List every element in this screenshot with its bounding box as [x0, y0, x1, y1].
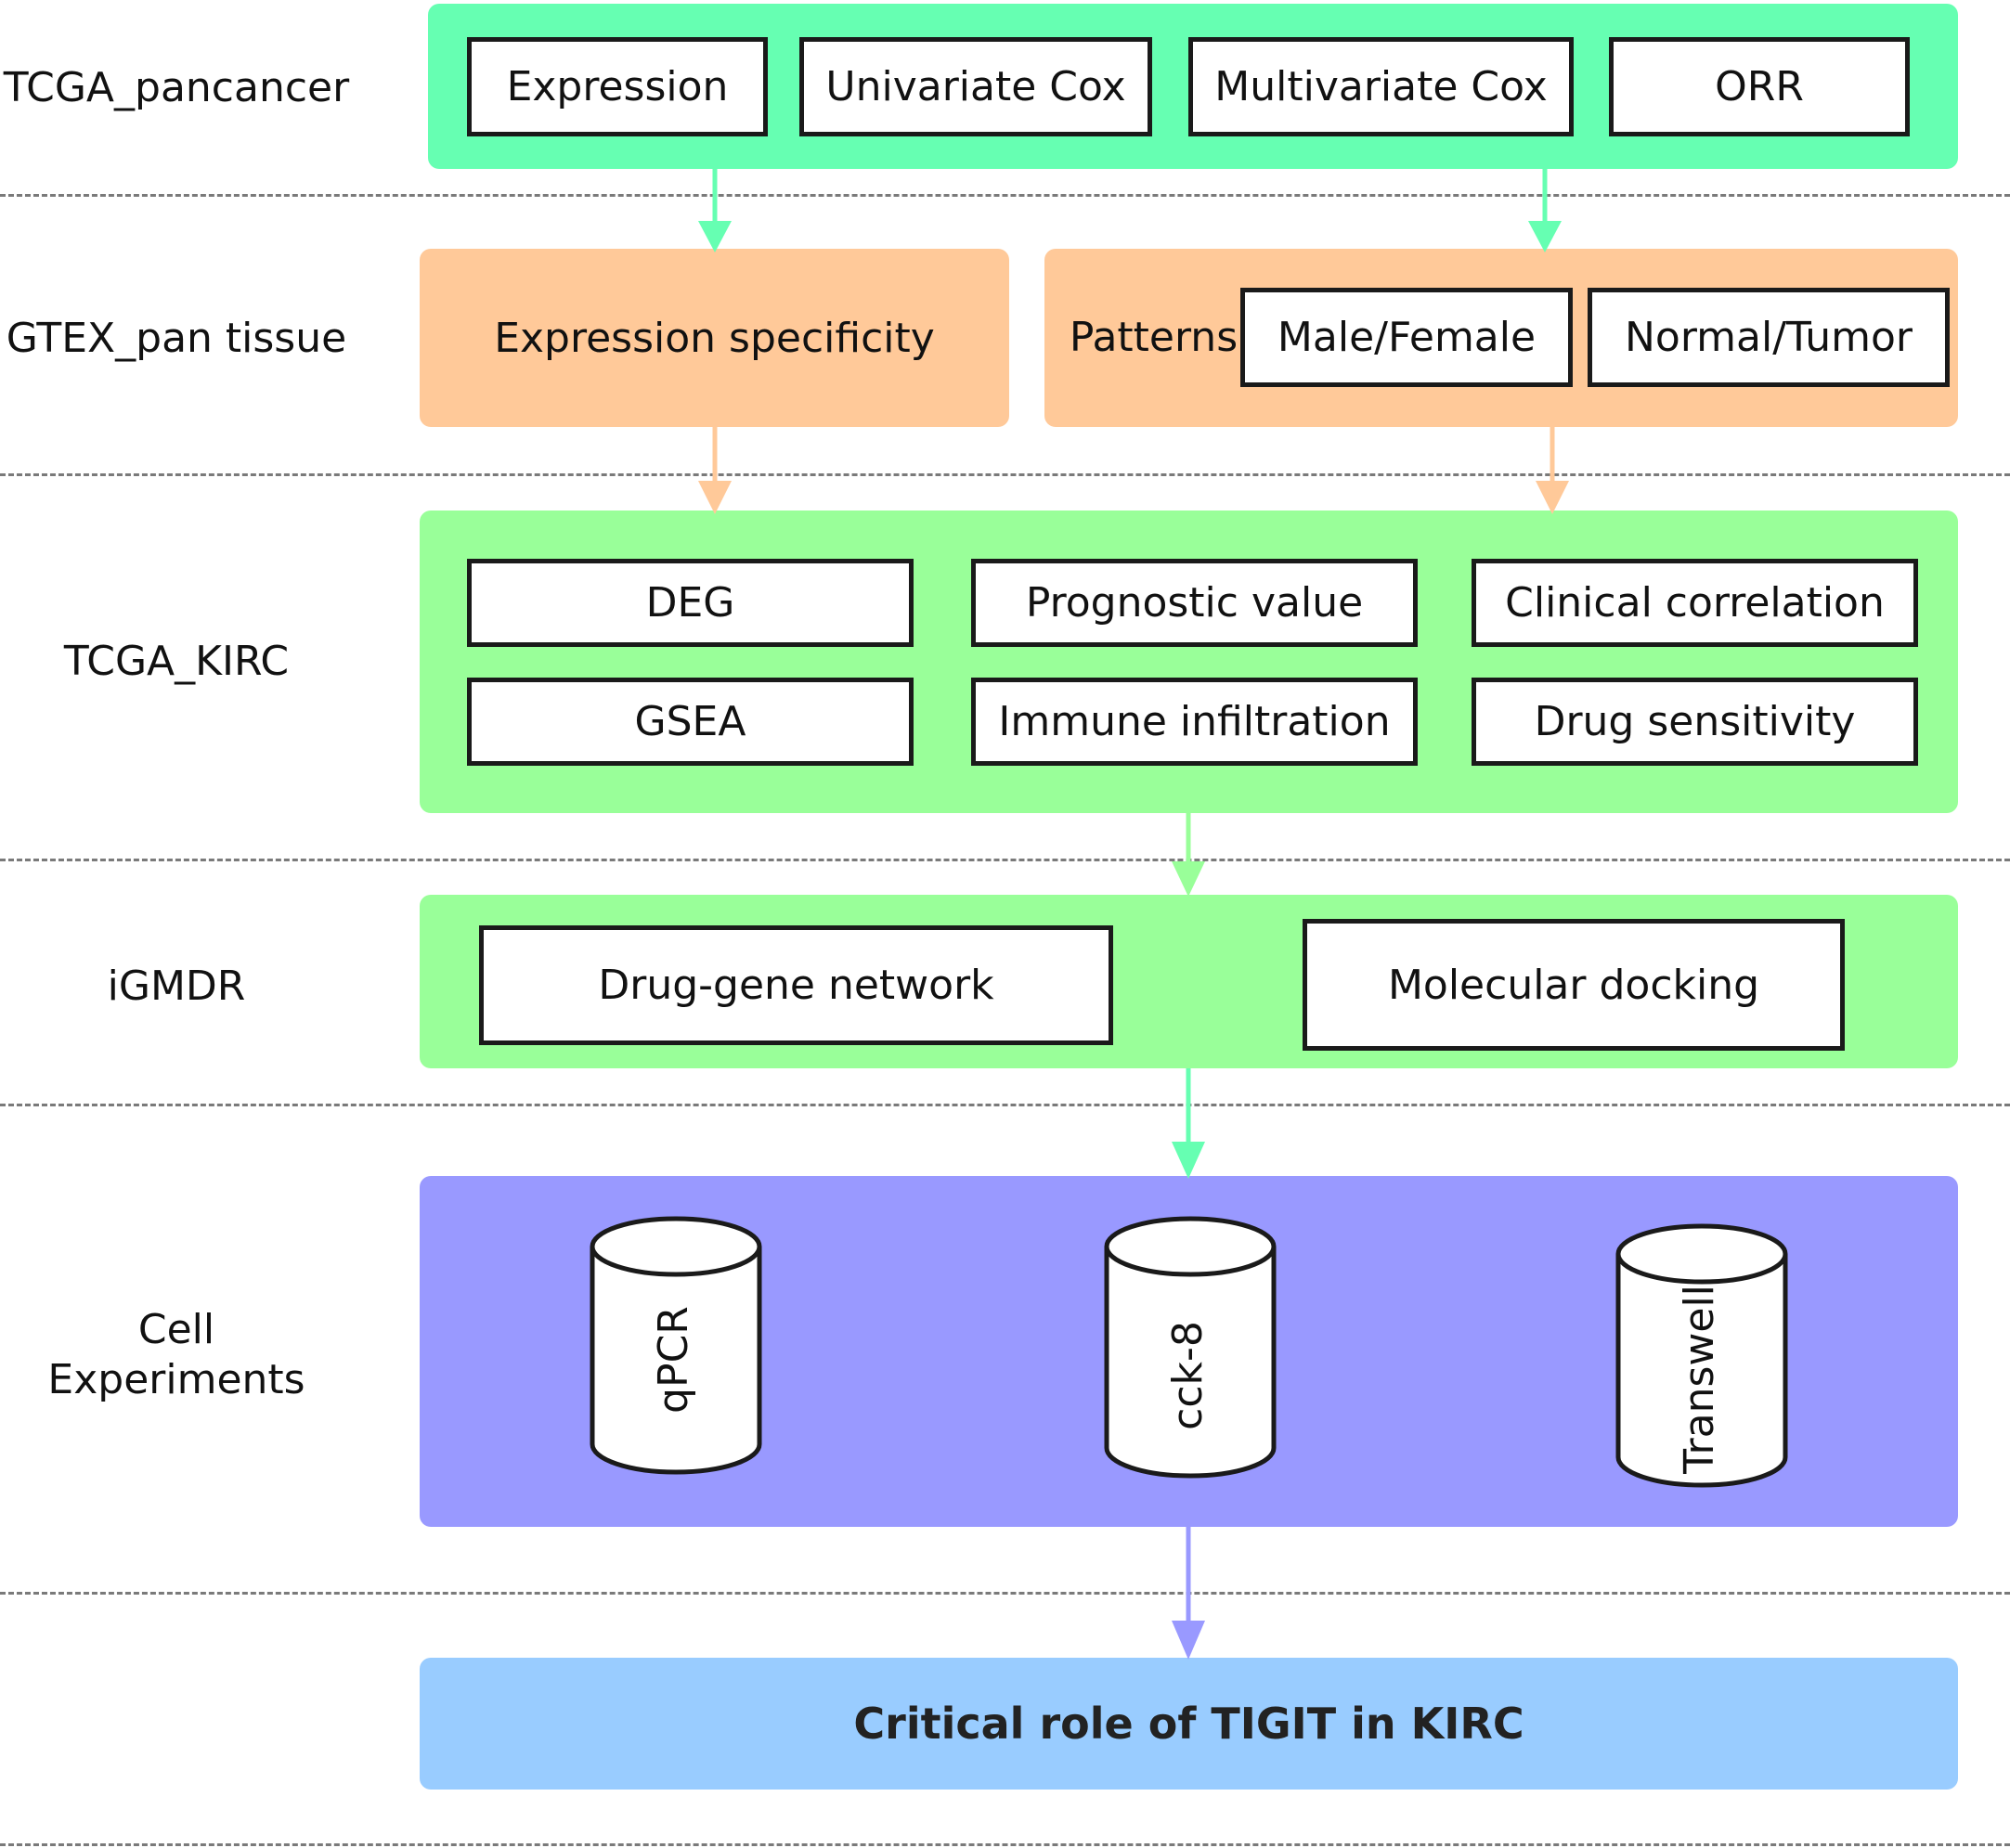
row-label-igmdr: iGMDR: [107, 963, 246, 1010]
row-label-cell-experiments: Cell Experiments: [47, 1306, 305, 1403]
deg-box: DEG: [467, 559, 914, 647]
expression-specificity-panel: [420, 249, 1009, 427]
expression-box: Expression: [467, 37, 768, 136]
arrow-expression-to-specificity: [698, 169, 732, 252]
male-female-box: Male/Female: [1240, 288, 1573, 387]
prognostic-value-box: Prognostic value: [971, 559, 1418, 647]
patterns-label: Patterns: [1069, 314, 1238, 361]
arrow-kirc-to-igmdr: [1172, 813, 1205, 897]
multivariate-cox-box: Multivariate Cox: [1188, 37, 1574, 136]
row-divider: [0, 1592, 2010, 1595]
row-label-gtex: GTEX_pan tissue: [6, 315, 347, 362]
row-divider: [0, 859, 2010, 861]
arrow-igmdr-to-cell: [1172, 1068, 1205, 1179]
cylinder-qpcr: qPCR: [590, 1216, 762, 1475]
gsea-box: GSEA: [467, 678, 914, 766]
molecular-docking-box: Molecular docking: [1303, 919, 1845, 1051]
immune-infiltration-box: Immune infiltration: [971, 678, 1418, 766]
conclusion-text: Critical role of TIGIT in KIRC: [853, 1699, 1524, 1749]
arrow-specificity-to-kirc: [698, 427, 732, 514]
cylinder-cck8: cck-8: [1104, 1216, 1277, 1479]
row-divider: [0, 194, 2010, 197]
arrow-multivariate-to-patterns: [1528, 169, 1562, 252]
arrow-patterns-to-kirc: [1536, 427, 1569, 514]
row-divider: [0, 473, 2010, 476]
row-divider: [0, 1104, 2010, 1106]
clinical-correlation-box: Clinical correlation: [1472, 559, 1918, 647]
orr-box: ORR: [1609, 37, 1910, 136]
qpcr-label: qPCR: [650, 1306, 697, 1414]
row-label-tcga-kirc: TCGA_KIRC: [63, 638, 290, 685]
conclusion-panel: [420, 1658, 1958, 1790]
cylinder-transwell: Transwell: [1615, 1223, 1788, 1488]
arrow-cell-to-conclusion: [1172, 1527, 1205, 1660]
row-divider: [0, 1843, 2010, 1846]
drug-sensitivity-box: Drug sensitivity: [1472, 678, 1918, 766]
drug-gene-network-box: Drug-gene network: [479, 925, 1113, 1045]
cck8-label: cck-8: [1164, 1321, 1212, 1430]
row-label-tcga-pancancer: TCGA_pancancer: [3, 64, 350, 111]
normal-tumor-box: Normal/Tumor: [1588, 288, 1950, 387]
expression-specificity-label: Expression specificity: [494, 314, 935, 362]
univariate-cox-box: Univariate Cox: [799, 37, 1152, 136]
transwell-label: Transwell: [1676, 1285, 1723, 1475]
